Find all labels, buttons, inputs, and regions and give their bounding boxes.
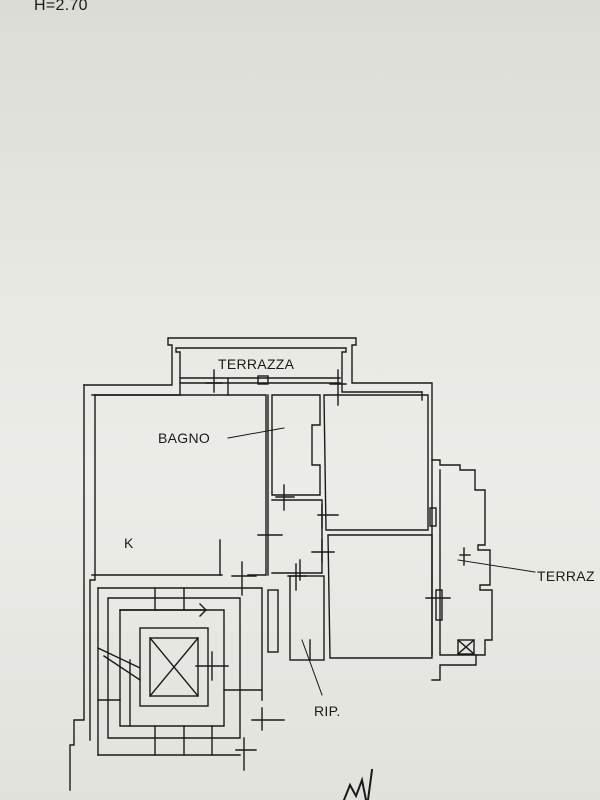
label-bagno: BAGNO bbox=[158, 430, 211, 446]
label-terrazza-top: TERRAZZA bbox=[218, 356, 295, 372]
top-terrace bbox=[179, 369, 347, 406]
label-terrazza-right: TERRAZ bbox=[537, 568, 595, 584]
stair-elevator-block bbox=[97, 561, 285, 771]
label-k: K bbox=[124, 535, 134, 551]
room-kitchen bbox=[91, 377, 283, 576]
label-rip: RIP. bbox=[314, 703, 341, 719]
leader-lines bbox=[227, 427, 536, 696]
room-central bbox=[271, 394, 339, 581]
rooms-right bbox=[323, 394, 475, 659]
pen-mark bbox=[342, 768, 374, 800]
height-label: H=2.70 bbox=[34, 0, 88, 14]
room-rip bbox=[267, 563, 325, 661]
